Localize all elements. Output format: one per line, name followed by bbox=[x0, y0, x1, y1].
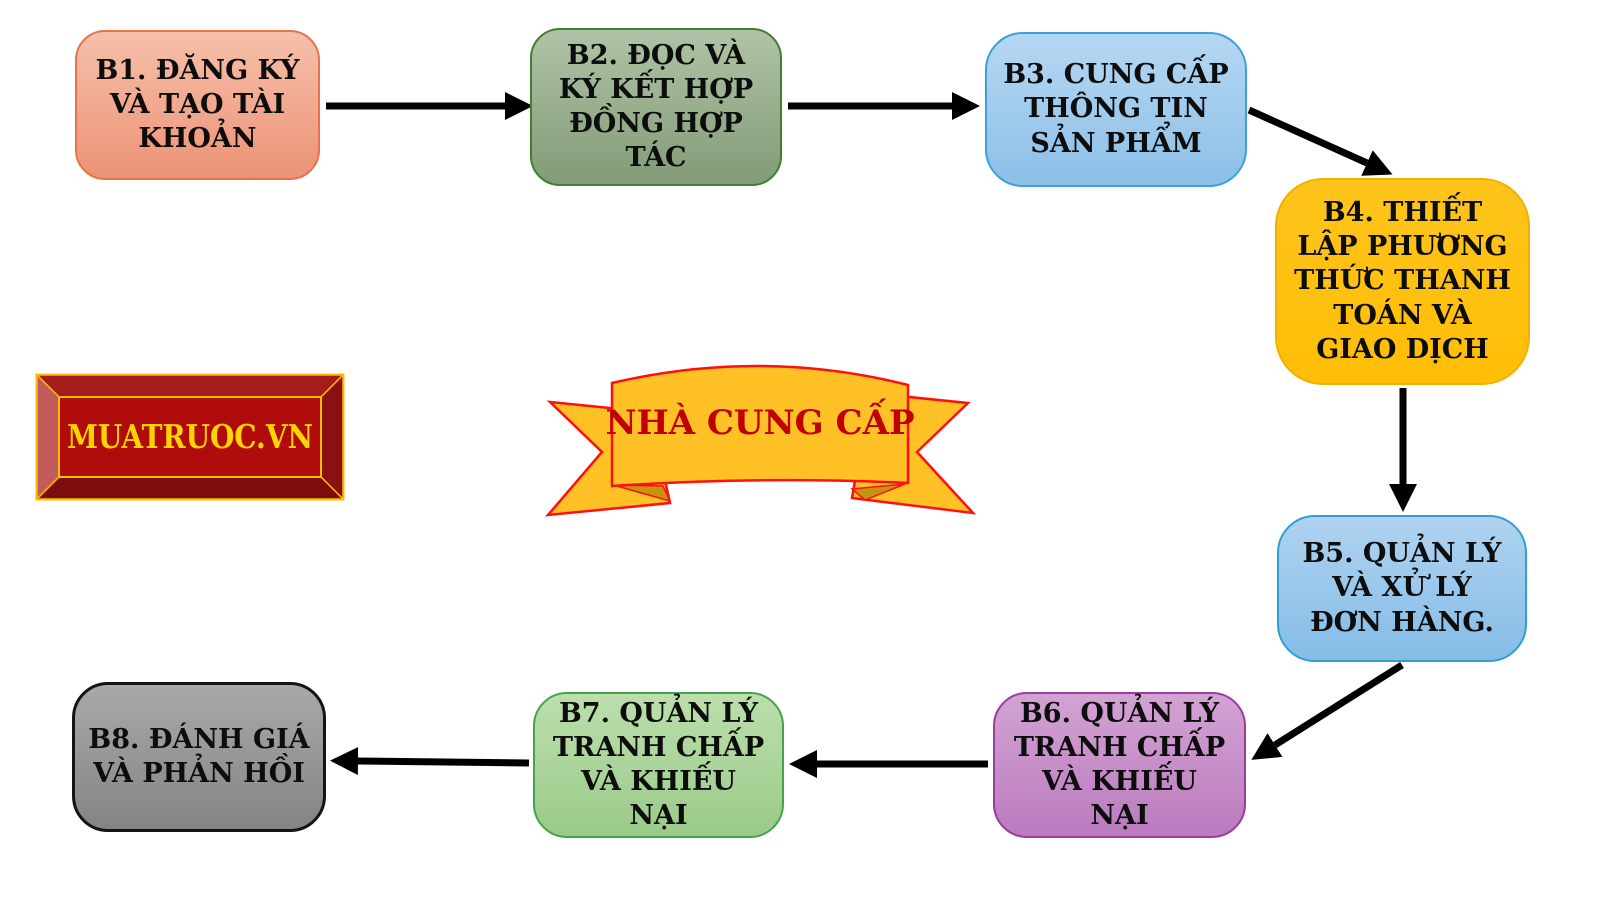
step-b6-dispute-management: B6. QUẢN LÝ TRANH CHẤP VÀ KHIẾU NẠI bbox=[993, 692, 1246, 838]
step-b5-label: B5. QUẢN LÝ VÀ XỬ LÝ ĐƠN HÀNG. bbox=[1302, 538, 1502, 638]
ribbon-right-fold bbox=[850, 483, 906, 501]
step-b1-register-account: B1. ĐĂNG KÝ VÀ TẠO TÀI KHOẢN bbox=[75, 30, 320, 180]
arrow-b3-b4 bbox=[1247, 106, 1393, 176]
step-b8-review-feedback: B8. ĐÁNH GIÁ VÀ PHẢN HỒI bbox=[72, 682, 326, 832]
supplier-ribbon: NHÀ CUNG CẤP bbox=[545, 364, 977, 517]
muatruoc-logo: MUATRUOC.VN bbox=[35, 373, 345, 501]
step-b1-label: B1. ĐĂNG KÝ VÀ TẠO TÀI KHOẢN bbox=[95, 54, 300, 154]
logo-bevel-bottom bbox=[35, 476, 345, 500]
step-b7-label: B7. QUẢN LÝ TRANH CHẤP VÀ KHIẾU NẠI bbox=[552, 697, 765, 832]
step-b3-label: B3. CUNG CẤP THÔNG TIN SẢN PHẨM bbox=[1003, 59, 1229, 159]
step-b3-product-info: B3. CUNG CẤP THÔNG TIN SẢN PHẨM bbox=[985, 32, 1247, 187]
step-b2-sign-contract: B2. ĐỌC VÀ KÝ KẾT HỢP ĐỒNG HỢP TÁC bbox=[530, 28, 782, 186]
step-b8-label: B8. ĐÁNH GIÁ VÀ PHẢN HỒI bbox=[88, 723, 310, 789]
ribbon-text: NHÀ CUNG CẤP bbox=[605, 398, 914, 443]
step-b2-label: B2. ĐỌC VÀ KÝ KẾT HỢP ĐỒNG HỢP TÁC bbox=[558, 39, 754, 174]
step-b7-dispute-management: B7. QUẢN LÝ TRANH CHẤP VÀ KHIẾU NẠI bbox=[533, 692, 784, 838]
step-b4-payment-setup: B4. THIẾT LẬP PHƯƠNG THỨC THANH TOÁN VÀ … bbox=[1275, 178, 1530, 385]
logo-panel bbox=[58, 396, 322, 478]
logo-text: MUATRUOC.VN bbox=[67, 417, 313, 456]
arrow-b5-b6 bbox=[1251, 662, 1404, 760]
ribbon-band bbox=[610, 364, 910, 488]
step-b5-order-management: B5. QUẢN LÝ VÀ XỬ LÝ ĐƠN HÀNG. bbox=[1277, 515, 1527, 662]
step-b4-label: B4. THIẾT LẬP PHƯƠNG THỨC THANH TOÁN VÀ … bbox=[1294, 197, 1511, 365]
arrow-b7-b8 bbox=[330, 747, 530, 775]
logo-bevel-top bbox=[35, 374, 345, 398]
step-b6-label: B6. QUẢN LÝ TRANH CHẤP VÀ KHIẾU NẠI bbox=[1013, 697, 1226, 832]
